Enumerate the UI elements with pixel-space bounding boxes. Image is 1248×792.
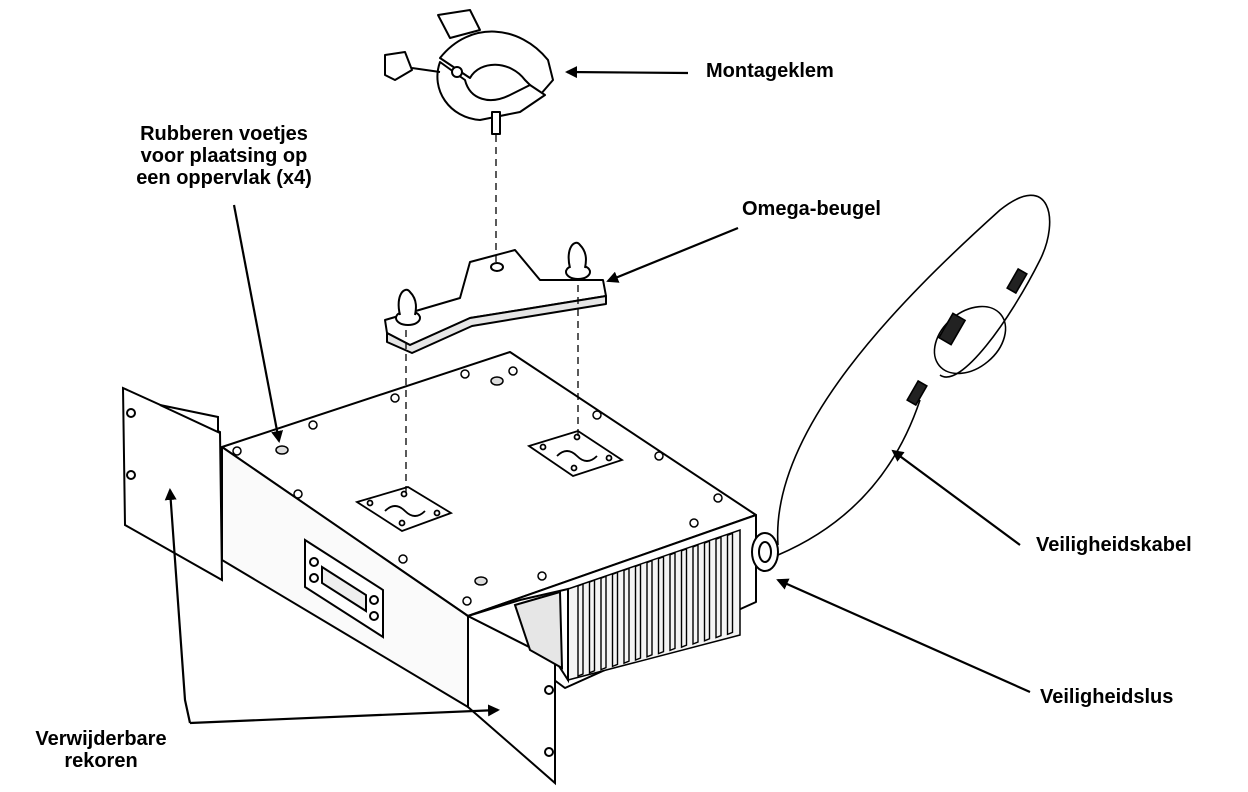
heat-sink-fin bbox=[634, 563, 642, 662]
label-rubber-feet-line-2: voor plaatsing op bbox=[140, 145, 308, 167]
mounting-plate-right bbox=[526, 430, 625, 477]
leader-arrows bbox=[164, 66, 1031, 725]
heat-sink-fin bbox=[657, 555, 665, 655]
label-rubber-feet: Rubberen voetjes voor plaatsing op een o… bbox=[94, 123, 354, 189]
top-screws bbox=[232, 366, 723, 606]
label-rack-ears-line-1: Verwijderbare bbox=[35, 728, 167, 750]
heat-sink-fins bbox=[577, 532, 734, 678]
label-safety-loop: Veiligheidslus bbox=[1040, 686, 1174, 708]
left-rack-ear bbox=[121, 386, 224, 582]
mounting-clamp bbox=[384, 9, 554, 135]
label-rack-ears: Verwijderbare rekoren bbox=[6, 728, 196, 772]
label-omega-bracket: Omega-beugel bbox=[742, 198, 881, 220]
safety-cable bbox=[776, 194, 1051, 556]
safety-loop-eye bbox=[751, 532, 779, 572]
heat-sink-fin bbox=[680, 547, 688, 649]
heat-sink-fin bbox=[669, 551, 676, 652]
label-rubber-feet-line-1: Rubberen voetjes bbox=[140, 123, 308, 145]
mounting-plate-left bbox=[354, 486, 454, 532]
heat-sink-fin bbox=[646, 559, 653, 658]
heat-sink-fin bbox=[588, 579, 596, 674]
label-mounting-clamp: Montageklem bbox=[706, 60, 834, 82]
heat-sink-fin bbox=[577, 582, 584, 678]
heat-sink-fin bbox=[692, 543, 699, 646]
heat-sink-fin bbox=[623, 567, 630, 665]
heat-sink-fin bbox=[600, 575, 607, 671]
heat-sink-fin bbox=[703, 540, 711, 642]
label-rubber-feet-line-3: een oppervlak (x4) bbox=[136, 167, 312, 189]
guide-lines bbox=[405, 135, 579, 495]
display-panel bbox=[304, 538, 384, 639]
label-rack-ears-line-2: rekoren bbox=[64, 750, 138, 772]
rubber-feet bbox=[275, 376, 504, 586]
right-rack-ear bbox=[465, 587, 569, 786]
omega-bracket bbox=[384, 241, 607, 354]
heat-sink-fin bbox=[611, 571, 619, 668]
label-safety-cable: Veiligheidskabel bbox=[1036, 534, 1192, 556]
heat-sink-fin bbox=[726, 532, 734, 636]
heat-sink-fin bbox=[715, 536, 722, 639]
